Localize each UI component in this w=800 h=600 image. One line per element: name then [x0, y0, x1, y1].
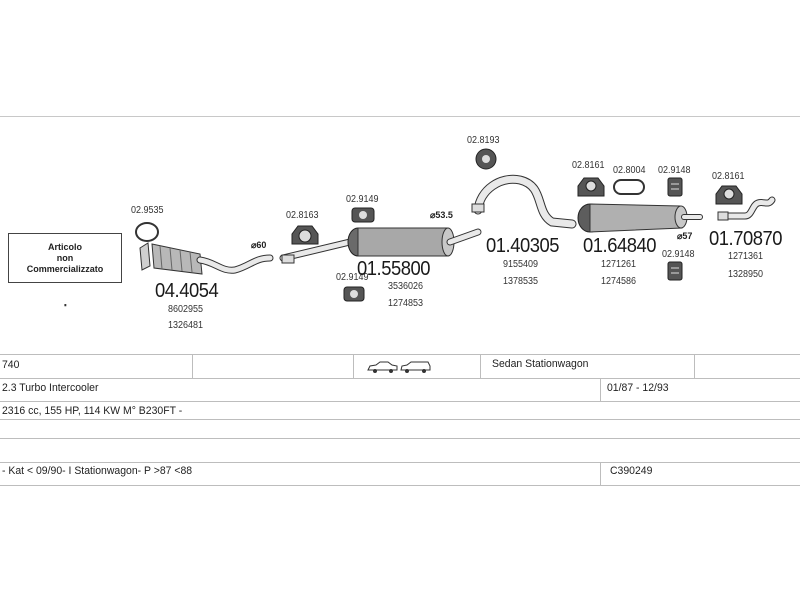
label-clamp-mid-bottom: 02.9149	[336, 272, 369, 283]
spec-cell: 2316 cc, 155 HP, 114 KW M° B230FT -	[2, 405, 183, 417]
part-number-middle-silencer[interactable]: 01.55800	[357, 258, 431, 280]
table-line-6	[0, 462, 800, 463]
table-line-1	[0, 354, 800, 355]
front-pipe-catalyst[interactable]	[139, 242, 274, 275]
label-hanger-intermediate: 02.8193	[467, 135, 500, 146]
tail-pipe[interactable]	[717, 196, 776, 221]
hanger-rear-1[interactable]	[577, 177, 605, 197]
top-divider	[0, 116, 800, 117]
label-clamp-front: 02.8163	[286, 210, 319, 221]
hanger-tail[interactable]	[715, 185, 743, 205]
ref-middle-silencer-1: 3536026	[388, 281, 424, 292]
note-cell: - Kat < 09/90- I Stationwagon- P >87 <88	[2, 465, 193, 477]
table-line-4	[0, 419, 800, 420]
gasket-ring[interactable]	[135, 222, 159, 242]
label-gasket: 02.9535	[131, 205, 164, 216]
table-vline-4	[694, 354, 695, 378]
sedan-icon	[367, 361, 398, 373]
label-hanger-rear-2: 02.8004	[613, 165, 646, 176]
period-cell: 01/87 - 12/93	[607, 382, 669, 394]
clamp-rear-bottom[interactable]	[667, 261, 683, 281]
table-line-3	[0, 401, 800, 402]
clamp-mid-bottom[interactable]	[343, 286, 365, 302]
car-body-icons	[367, 361, 431, 373]
diameter-2: ⌀53.5	[430, 210, 453, 220]
exhaust-diagram	[135, 148, 776, 302]
diameter-1: ⌀60	[251, 240, 267, 250]
table-vline-5	[600, 378, 601, 402]
label-hanger-rear-1: 02.8161	[572, 160, 605, 171]
notice-line-2: non	[56, 252, 74, 263]
ref-front-pipe-1: 8602955	[168, 304, 204, 315]
label-clamp-rear-top: 02.9148	[658, 165, 691, 176]
table-vline-6	[600, 462, 601, 486]
rear-silencer[interactable]	[577, 203, 703, 233]
part-number-front-pipe[interactable]: 04.4054	[155, 280, 219, 302]
intermediate-pipe[interactable]	[471, 174, 577, 229]
notice-line-3: Commercializzato	[26, 263, 104, 274]
part-number-rear-silencer[interactable]: 01.64840	[583, 235, 657, 257]
diameter-3: ⌀57	[677, 231, 693, 241]
table-line-2	[0, 378, 800, 379]
hanger-intermediate[interactable]	[475, 148, 497, 170]
not-marketed-notice: Articolo non Commercializzato	[8, 233, 122, 283]
ref-intermediate-pipe-1: 9155409	[503, 259, 539, 270]
ref-rear-silencer-2: 1274586	[601, 276, 637, 287]
ref-tail-pipe-1: 1271361	[728, 251, 764, 262]
table-vline-3	[480, 354, 481, 378]
notice-line-1: Articolo	[47, 241, 82, 252]
table-line-5	[0, 438, 800, 439]
stationwagon-icon	[400, 361, 431, 373]
model-cell: 740	[2, 359, 20, 371]
engine-cell: 2.3 Turbo Intercooler	[2, 382, 99, 394]
ref-tail-pipe-2: 1328950	[728, 269, 764, 280]
body-type-cell: Sedan Stationwagon	[492, 358, 589, 370]
ref-middle-silencer-2: 1274853	[388, 298, 424, 309]
label-hanger-tail: 02.8161	[712, 171, 745, 182]
ref-intermediate-pipe-2: 1378535	[503, 276, 539, 287]
clamp-mid-top[interactable]	[351, 207, 375, 223]
label-clamp-rear-bottom: 02.9148	[662, 249, 695, 260]
clamp-rear-top[interactable]	[667, 177, 683, 197]
table-vline-2	[353, 354, 354, 378]
code-cell: C390249	[610, 465, 653, 477]
middle-silencer[interactable]	[279, 227, 482, 264]
table-vline-1	[192, 354, 193, 378]
ref-front-pipe-2: 1326481	[168, 320, 204, 331]
part-number-tail-pipe[interactable]: 01.70870	[709, 228, 783, 250]
part-number-intermediate-pipe[interactable]: 01.40305	[486, 235, 560, 257]
label-clamp-mid-top: 02.9149	[346, 194, 379, 205]
ref-rear-silencer-1: 1271261	[601, 259, 637, 270]
hanger-rear-2[interactable]	[613, 179, 645, 195]
clamp-front[interactable]	[291, 225, 319, 245]
bullet-mark: ▪	[64, 300, 67, 310]
table-line-7	[0, 485, 800, 486]
